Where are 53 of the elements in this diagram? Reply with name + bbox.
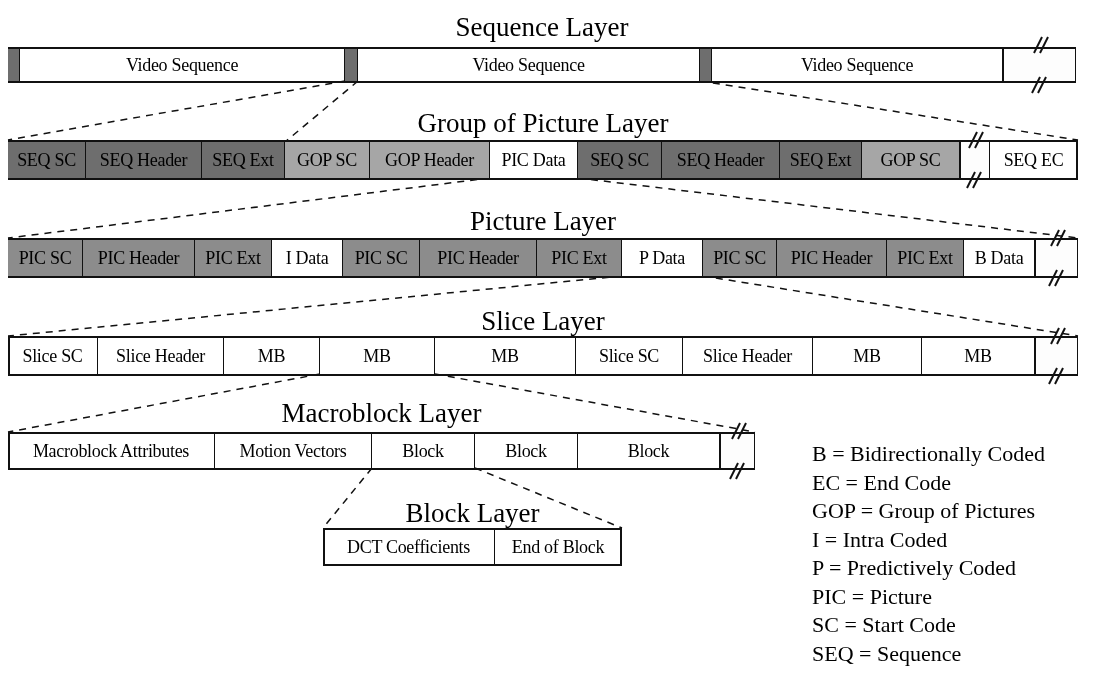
start-code-cell [345,49,358,81]
field-cell: SEQ SC [578,142,662,178]
field-cell: SEQ Header [86,142,202,178]
field-cell: SEQ Ext [780,142,862,178]
field-cell: MB [435,338,576,374]
field-cell: End of Block [495,530,622,564]
field-cell: SEQ SC [8,142,86,178]
dashed-expansion-line [7,80,346,141]
field-cell: SEQ Ext [202,142,285,178]
layer-title: Picture Layer [468,206,618,236]
legend-note: P = Predictively Coded [812,554,1017,582]
layer-title: Slice Layer [480,306,606,336]
field-cell: GOP Header [370,142,490,178]
field-cell: GOP SC [862,142,960,178]
legend-note: GOP = Group of Pictures [812,497,1036,525]
field-cell: SEQ EC [990,142,1078,178]
field-cell: DCT Coefficients [323,530,495,564]
legend-note: PIC = Picture [812,582,932,611]
start-code-cell [8,49,20,81]
field-cell: Motion Vectors [215,434,372,468]
layer-title: Group of Picture Layer [416,108,670,138]
field-cell: Block [372,434,475,468]
dashed-expansion-line [474,467,623,529]
start-code-cell [700,49,712,81]
legend-note: B = Bidirectionally Coded [812,440,1045,468]
field-cell: PIC SC [343,240,420,276]
field-cell: PIC Ext [537,240,622,276]
field-cell: PIC Ext [887,240,964,276]
layer-title: Block Layer [404,498,541,528]
field-cell: Slice SC [8,338,98,374]
field-cell: MB [224,338,320,374]
field-cell: Slice SC [576,338,683,374]
legend-note: SEQ = Sequence [812,639,962,668]
legend-note: I = Intra Coded [812,525,948,554]
field-cell: SEQ Header [662,142,780,178]
field-cell: MB [813,338,922,374]
field-cell: PIC Ext [195,240,272,276]
field-cell: PIC Header [777,240,887,276]
field-cell: Slice Header [98,338,224,374]
layer-title: Macroblock Layer [280,398,483,428]
field-cell: Block [475,434,578,468]
field-cell: Macroblock Attributes [8,434,215,468]
legend-note: EC = End Code [812,468,951,497]
field-cell: PIC SC [8,240,83,276]
field-cell: Slice Header [683,338,813,374]
dashed-expansion-line [284,80,359,143]
field-cell: GOP SC [285,142,370,178]
legend-note: SC = Start Code [812,611,956,639]
field-cell: PIC SC [703,240,777,276]
field-cell: PIC Header [420,240,537,276]
field-cell: MB [320,338,435,374]
field-cell: PIC Header [83,240,195,276]
layer-title: Sequence Layer [454,12,630,42]
